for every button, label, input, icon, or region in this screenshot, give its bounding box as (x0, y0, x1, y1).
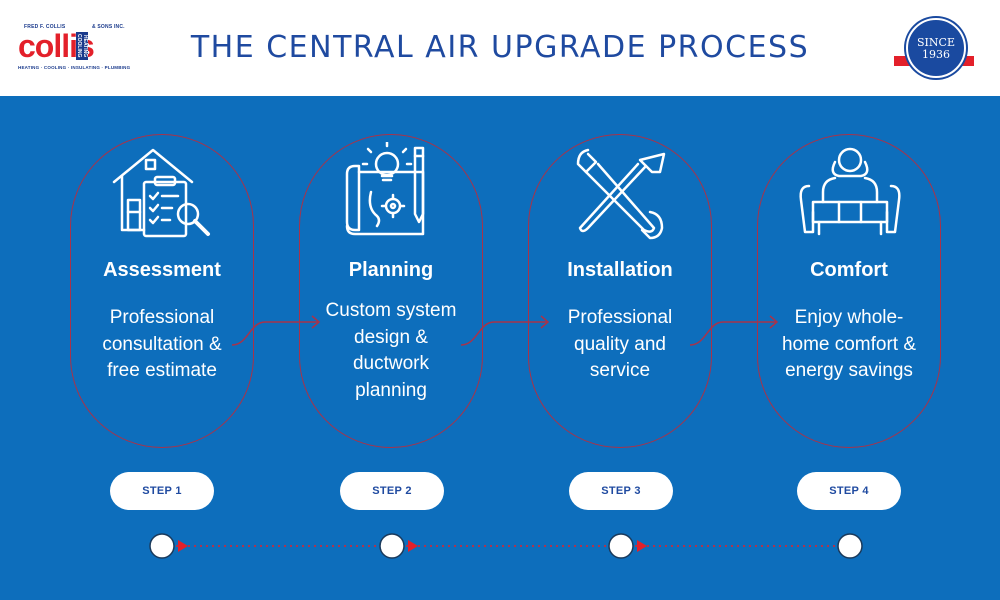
relaxing-armchair-icon (799, 147, 901, 236)
step-3-badge[interactable]: STEP 3 (569, 472, 673, 510)
step-1-title: Assessment (103, 259, 221, 281)
timeline-node-3 (608, 533, 634, 559)
step-2-badge[interactable]: STEP 2 (340, 472, 444, 510)
step-4-badge[interactable]: STEP 4 (797, 472, 901, 510)
timeline-arrows (178, 540, 647, 552)
wrench-hammer-icon (576, 148, 666, 240)
logo-small-left: FRED F. COLLIS (24, 24, 66, 30)
blueprint-lightbulb-icon (345, 142, 425, 236)
step-3-title: Installation (567, 259, 673, 281)
logo-small-right: & SONS INC. (92, 24, 125, 30)
timeline-nodes (149, 533, 863, 559)
badge-line1: SINCE (917, 36, 955, 49)
step-4-title: Comfort (810, 259, 888, 281)
house-clipboard-icon (112, 148, 210, 238)
since-badge: SINCE 1936 (894, 18, 974, 78)
page-title: THE CENTRAL AIR UPGRADE PROCESS (190, 30, 810, 65)
step-2-description: Custom system design & ductwork planning (325, 300, 457, 401)
timeline-node-1 (149, 533, 175, 559)
logo-tagline: HEATING · COOLING · INSULATING · PLUMBIN… (18, 65, 131, 70)
step-3-description: Professional quality and service (567, 307, 673, 381)
badge-circle: SINCE 1936 (906, 18, 966, 78)
step-2-pill (299, 134, 483, 448)
header: FRED F. COLLIS& SONS INC. collis HEATING… (0, 0, 1000, 96)
step-1-description: Professional consultation & free estimat… (102, 307, 222, 381)
step-4-pill (757, 134, 941, 448)
timeline-node-4 (837, 533, 863, 559)
step-1-badge[interactable]: STEP 1 (110, 472, 214, 510)
step-3-pill (528, 134, 712, 448)
badge-line2: 1936 (922, 48, 950, 61)
step-1-pill (70, 134, 254, 448)
logo-stack: HEATING COOLING (76, 32, 88, 60)
company-logo: FRED F. COLLIS& SONS INC. collis HEATING… (18, 24, 131, 72)
step-2-title: Planning (348, 259, 434, 281)
step-4-description: Enjoy whole-home comfort & energy saving… (781, 307, 917, 381)
timeline-node-2 (379, 533, 405, 559)
progress-timeline (149, 533, 863, 559)
